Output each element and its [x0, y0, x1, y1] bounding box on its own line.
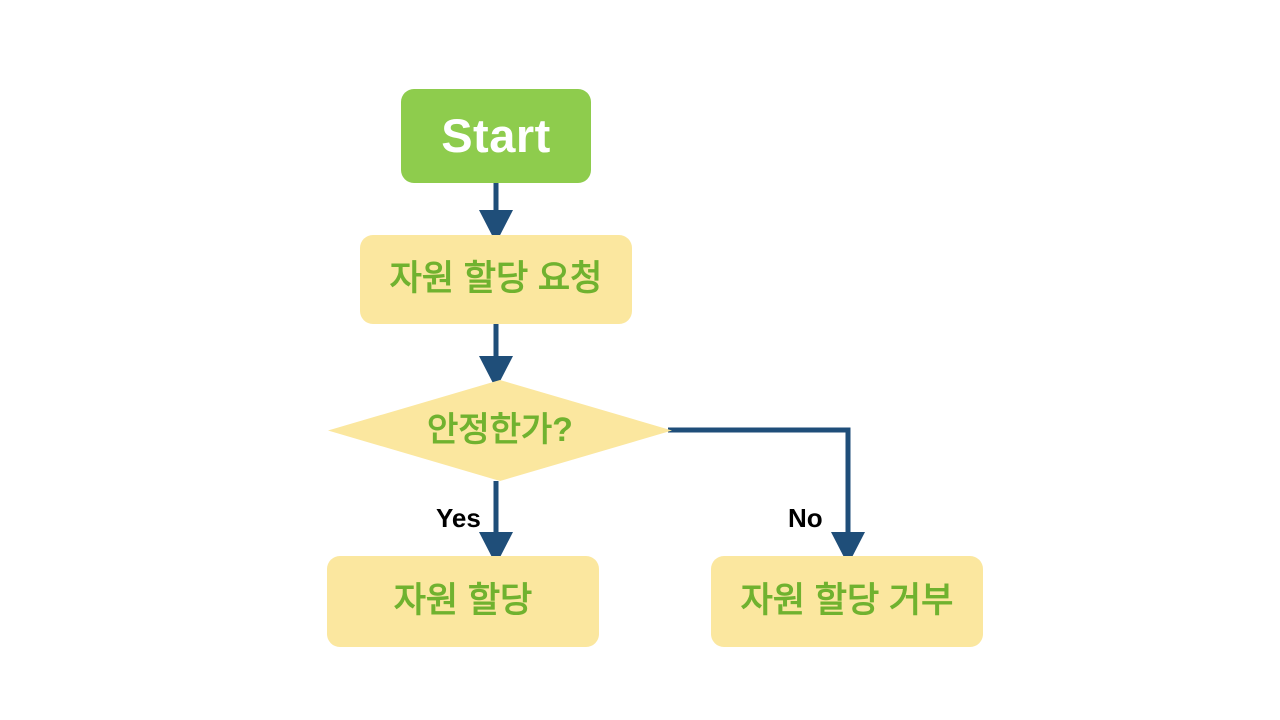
node-resource-allocate[interactable]: 자원 할당 [327, 556, 599, 647]
edge-label-yes: Yes [436, 503, 481, 533]
node-decision-stable[interactable]: 안정한가? [328, 380, 672, 481]
node-start-label: Start [441, 109, 551, 163]
node-resource-request-label: 자원 할당 요청 [389, 259, 603, 299]
node-resource-allocate-label: 자원 할당 [393, 581, 533, 621]
node-start[interactable]: Start [401, 89, 591, 183]
node-resource-deny[interactable]: 자원 할당 거부 [711, 556, 983, 647]
node-decision-stable-label: 안정한가? [427, 410, 573, 449]
node-resource-request[interactable]: 자원 할당 요청 [360, 235, 632, 324]
edge-label-no: No [788, 503, 823, 533]
node-resource-deny-label: 자원 할당 거부 [740, 581, 954, 621]
